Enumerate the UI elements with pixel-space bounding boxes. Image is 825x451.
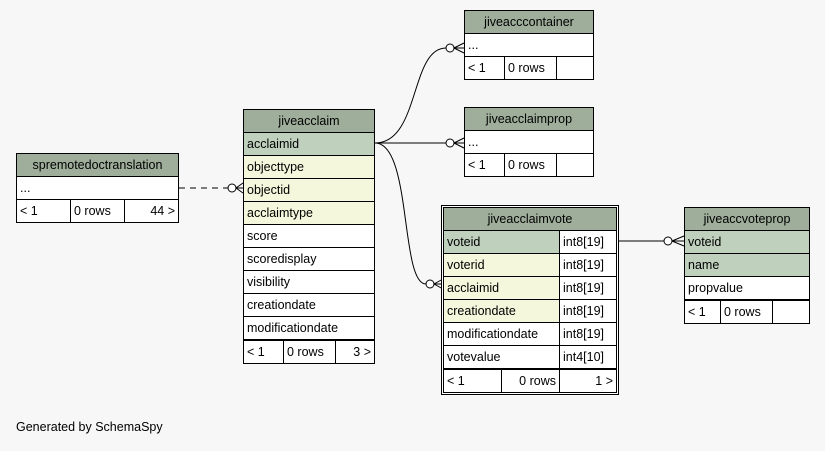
edge-acclaim-acccontainer: [374, 47, 447, 144]
column-type: int8[19]: [559, 277, 616, 299]
children-count: 44 >: [150, 204, 175, 218]
table-header[interactable]: jiveacclaim: [244, 110, 374, 133]
generated-by-text: Generated by SchemaSpy: [16, 420, 163, 434]
column-row: ...: [20, 181, 31, 195]
column-type: int8[19]: [559, 231, 616, 253]
edge-end-circle: [445, 138, 455, 148]
table-footer: < 1 0 rows 44 >: [17, 200, 178, 222]
column-name: voteid: [447, 235, 481, 249]
edge-end-circle: [227, 183, 237, 193]
parents-count: < 1: [465, 57, 505, 79]
table-jiveaccvoteprop[interactable]: jiveaccvoteprop voteid name propvalue < …: [684, 207, 810, 324]
row-count: 0 rows: [721, 301, 773, 323]
column-row: modificationdate int8[19]: [444, 323, 616, 346]
column-row: objectid: [247, 183, 291, 197]
table-jiveacclaimvote[interactable]: jiveacclaimvote voteid int8[19] voterid in…: [441, 205, 619, 395]
column-row: creationdate: [247, 298, 316, 312]
column-row: modificationdate: [247, 321, 339, 335]
column-name: votevalue: [447, 350, 501, 364]
table-footer: < 1 0 rows: [685, 300, 809, 323]
parents-count: < 1: [17, 200, 71, 222]
table-header[interactable]: jiveacclaimprop: [465, 108, 593, 131]
column-name: acclaimid: [447, 281, 500, 295]
edge-crowfoot: [235, 182, 244, 194]
children-count: [557, 154, 593, 176]
row-count: 0 rows: [502, 370, 560, 392]
column-row: voterid int8[19]: [444, 254, 616, 277]
edge-end-circle: [425, 279, 435, 289]
column-row: voteid int8[19]: [444, 231, 616, 254]
edge-crowfoot: [453, 137, 465, 149]
column-row: ...: [468, 135, 479, 149]
row-count: 0 rows: [71, 200, 125, 222]
column-row: scoredisplay: [247, 252, 317, 266]
column-type: int8[19]: [559, 254, 616, 276]
table-header[interactable]: jiveacccontainer: [465, 11, 593, 34]
edge-crowfoot: [671, 235, 685, 247]
column-row: visibility: [247, 275, 291, 289]
children-count: 1 >: [595, 374, 613, 388]
column-row: acclaimid int8[19]: [444, 277, 616, 300]
table-spremotedoctranslation[interactable]: spremotedoctranslation ... < 1 0 rows 44…: [16, 153, 179, 223]
column-row: creationdate int8[19]: [444, 300, 616, 323]
column-row: voteid: [688, 235, 722, 249]
column-name: creationdate: [447, 304, 516, 318]
column-row: ...: [468, 38, 479, 52]
table-footer: < 1 0 rows 3 >: [244, 340, 374, 363]
column-row: name: [688, 258, 720, 272]
column-type: int8[19]: [559, 300, 616, 322]
table-jiveacclaim[interactable]: jiveacclaim acclaimid objecttype objecti…: [243, 109, 375, 364]
column-type: int8[19]: [559, 323, 616, 345]
parents-count: < 1: [444, 370, 502, 392]
edge-end-circle: [445, 43, 455, 53]
column-name: voterid: [447, 258, 485, 272]
column-row: score: [247, 229, 278, 243]
children-count: [557, 57, 593, 79]
table-header[interactable]: jiveaccvoteprop: [685, 208, 809, 231]
table-footer: < 1 0 rows: [465, 57, 593, 79]
column-type: int4[10]: [559, 346, 616, 368]
table-header[interactable]: spremotedoctranslation: [17, 154, 178, 177]
parents-count: < 1: [685, 301, 721, 323]
column-row: votevalue int4[10]: [444, 346, 616, 369]
table-footer: < 1 0 rows 1 >: [444, 369, 616, 392]
column-row: propvalue: [688, 281, 743, 295]
parents-count: < 1: [465, 154, 505, 176]
table-jiveacclaimprop[interactable]: jiveacclaimprop ... < 1 0 rows: [464, 107, 594, 177]
edge-acclaim-acclaimvote: [374, 142, 427, 285]
table-header[interactable]: jiveacclaimvote: [444, 208, 616, 231]
column-row: acclaimid: [247, 137, 300, 151]
column-row: acclaimtype: [247, 206, 313, 220]
edge-end-circle: [663, 236, 673, 246]
edge-crowfoot: [453, 42, 465, 54]
children-count: [773, 301, 809, 323]
parents-count: < 1: [244, 341, 284, 363]
column-row: objecttype: [247, 160, 304, 174]
row-count: 0 rows: [284, 341, 336, 363]
table-jiveacccontainer[interactable]: jiveacccontainer ... < 1 0 rows: [464, 10, 594, 80]
table-footer: < 1 0 rows: [465, 154, 593, 176]
row-count: 0 rows: [505, 154, 557, 176]
column-name: modificationdate: [447, 327, 539, 341]
children-count: 3 >: [353, 345, 371, 359]
row-count: 0 rows: [505, 57, 557, 79]
